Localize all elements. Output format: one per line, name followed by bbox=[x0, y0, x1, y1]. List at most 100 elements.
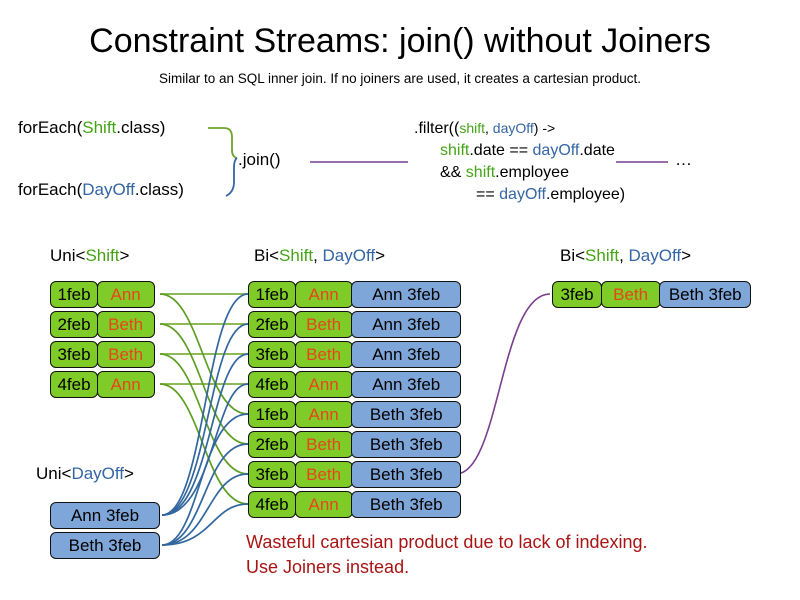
bi-mid-sep: , bbox=[313, 246, 323, 265]
filter-line-1: .filter((shift, dayOff) -> bbox=[414, 117, 625, 140]
bi-name-cell-text: Beth bbox=[306, 465, 342, 484]
filter-line-4: == dayOff.employee) bbox=[414, 184, 625, 206]
code-filter-block: .filter((shift, dayOff) -> shift.date ==… bbox=[414, 117, 625, 206]
foreach-shift-suffix: .class) bbox=[116, 118, 166, 137]
bi-pair-cell: Ann 3feb bbox=[351, 341, 462, 368]
bi-date-cell-text: 1feb bbox=[255, 285, 289, 304]
result-date-cell: 3feb bbox=[552, 281, 602, 308]
bi-row: 3feb Beth Ann 3feb bbox=[248, 341, 462, 368]
bi-date-cell: 2feb bbox=[248, 431, 296, 458]
uni-shift-type: Shift bbox=[85, 246, 120, 265]
filter3-end: .employee bbox=[495, 164, 569, 181]
filter2-var-shift: shift bbox=[440, 142, 470, 159]
bi-name-cell: Ann bbox=[294, 491, 353, 518]
shift-name-cell: Beth bbox=[96, 341, 155, 368]
filter4-end: .employee) bbox=[545, 186, 626, 203]
result-name-cell: Beth bbox=[600, 281, 661, 308]
bi-date-cell-text: 1feb bbox=[255, 405, 289, 424]
filter2-mid: .date == bbox=[469, 142, 533, 159]
code-ellipsis: … bbox=[675, 150, 692, 169]
uni-shift-post: > bbox=[119, 246, 130, 265]
warning-line-2: Use Joiners instead. bbox=[246, 557, 410, 577]
code-join-label: .join() bbox=[238, 150, 281, 169]
bi-name-cell: Beth bbox=[294, 311, 353, 338]
bi-row: 1feb Ann Ann 3feb bbox=[248, 281, 462, 308]
uni-shift-row: 3feb Beth bbox=[50, 341, 155, 368]
filter3-var-shift: shift bbox=[465, 164, 496, 181]
filter-var-shift: shift bbox=[459, 120, 486, 136]
filter-line-3: && shift.employee bbox=[414, 162, 625, 184]
foreach-dayoff-type: DayOff bbox=[82, 180, 135, 199]
bi-right-pre: Bi< bbox=[560, 246, 586, 265]
bi-right-sep: , bbox=[619, 246, 629, 265]
foreach-dayoff-suffix: .class) bbox=[134, 180, 184, 199]
bi-pair-cell: Ann 3feb bbox=[351, 281, 462, 308]
filter4-prefix: == bbox=[476, 186, 500, 203]
bi-date-cell: 4feb bbox=[248, 491, 296, 518]
foreach-shift-type: Shift bbox=[82, 118, 117, 137]
shift-name-cell-text: Beth bbox=[108, 345, 144, 364]
shift-name-cell: Beth bbox=[96, 311, 155, 338]
shift-name-cell-text: Beth bbox=[108, 315, 144, 334]
bi-date-cell: 2feb bbox=[248, 311, 296, 338]
result-date-cell-text: 3feb bbox=[560, 285, 594, 304]
dayoff-pair-cell-text: Beth 3feb bbox=[68, 536, 142, 555]
bi-name-cell: Beth bbox=[294, 341, 353, 368]
shift-date-cell: 4feb bbox=[50, 371, 98, 398]
bi-name-cell-text: Beth bbox=[306, 345, 342, 364]
bi-right-post: > bbox=[681, 246, 692, 265]
warning-line-1: Wasteful cartesian product due to lack o… bbox=[246, 532, 648, 552]
uni-shift-pre: Uni< bbox=[50, 246, 86, 265]
bi-date-cell: 1feb bbox=[248, 401, 296, 428]
bi-name-cell-text: Ann bbox=[308, 495, 339, 514]
bi-date-cell: 4feb bbox=[248, 371, 296, 398]
filter4-var-dayoff: dayOff bbox=[499, 186, 546, 203]
bi-row: 1feb Ann Beth 3feb bbox=[248, 401, 462, 428]
shift-date-cell-text: 3feb bbox=[57, 345, 91, 364]
header-uni-dayoff: Uni<DayOff> bbox=[36, 464, 134, 484]
filter-prefix: .filter(( bbox=[414, 120, 460, 137]
bi-name-cell: Ann bbox=[294, 401, 353, 428]
bi-row: 3feb Beth Beth 3feb bbox=[248, 461, 462, 488]
bi-name-cell: Beth bbox=[294, 431, 353, 458]
bi-name-cell-text: Ann bbox=[308, 285, 339, 304]
bi-date-cell: 1feb bbox=[248, 281, 296, 308]
shift-date-cell-text: 4feb bbox=[57, 375, 91, 394]
dayoff-pair-cell-text: Ann 3feb bbox=[70, 506, 140, 525]
uni-dayoff-row: Beth 3feb bbox=[50, 532, 160, 559]
dayoff-pair-cell: Beth 3feb bbox=[50, 532, 160, 559]
bi-name-cell-text: Ann bbox=[308, 375, 339, 394]
filter2-end: .date bbox=[579, 142, 615, 159]
result-pair-cell-text: Beth 3feb bbox=[668, 285, 742, 304]
bi-name-cell: Ann bbox=[294, 371, 353, 398]
bi-date-cell-text: 3feb bbox=[255, 465, 289, 484]
bi-pair-cell: Beth 3feb bbox=[351, 401, 462, 428]
bi-name-cell-text: Ann bbox=[308, 405, 339, 424]
code-foreach-shift: forEach(Shift.class) bbox=[18, 118, 165, 138]
page-subtitle: Similar to an SQL inner join. If no join… bbox=[159, 71, 641, 86]
filter-line-2: shift.date == dayOff.date bbox=[414, 140, 625, 162]
bi-date-cell: 3feb bbox=[248, 341, 296, 368]
bi-date-cell-text: 4feb bbox=[255, 495, 289, 514]
bi-pair-cell: Beth 3feb bbox=[351, 461, 462, 488]
bi-pair-cell: Ann 3feb bbox=[351, 311, 462, 338]
page-title: Constraint Streams: join() without Joine… bbox=[89, 22, 711, 60]
filter-var-dayoff: dayOff bbox=[492, 120, 534, 136]
result-row: 3feb Beth Beth 3feb bbox=[552, 281, 752, 308]
uni-dayoff-type: DayOff bbox=[71, 464, 125, 483]
bi-pair-cell-text: Beth 3feb bbox=[369, 465, 443, 484]
bi-name-cell-text: Beth bbox=[306, 315, 342, 334]
uni-dayoff-row: Ann 3feb bbox=[50, 502, 160, 529]
filter3-prefix: && bbox=[440, 164, 466, 181]
bi-mid-pre: Bi< bbox=[254, 246, 280, 265]
header-bi-middle: Bi<Shift, DayOff> bbox=[254, 246, 385, 266]
shift-date-cell: 2feb bbox=[50, 311, 98, 338]
shift-date-cell-text: 2feb bbox=[57, 315, 91, 334]
filter-comma: , bbox=[485, 120, 493, 136]
dayoff-pair-cell: Ann 3feb bbox=[50, 502, 160, 529]
bi-pair-cell-text: Ann 3feb bbox=[372, 285, 441, 304]
shift-date-cell: 1feb bbox=[50, 281, 98, 308]
